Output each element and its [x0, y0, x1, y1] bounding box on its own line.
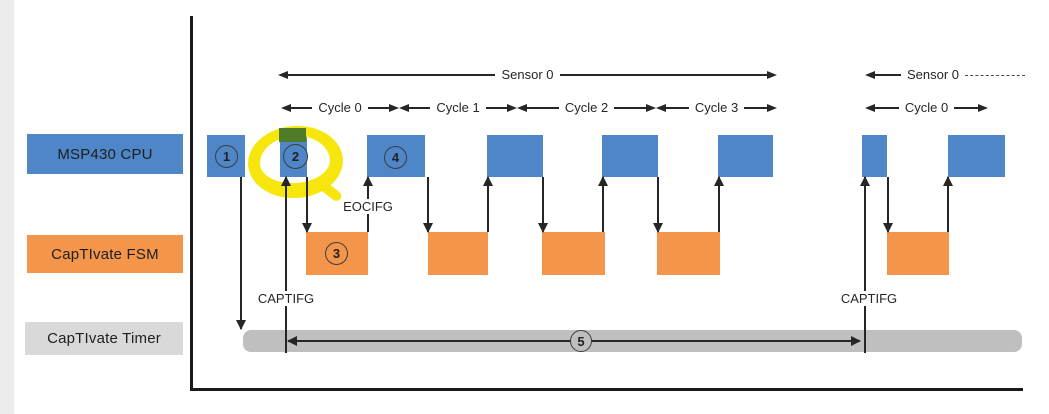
row-label-msp430-cpu-text: MSP430 CPU: [57, 145, 153, 163]
eocifg-label: EOCIFG: [340, 199, 396, 214]
arrow-cpu-triggers-fsm-cycle3: [653, 177, 662, 233]
fsm-activity-next-sensor: [887, 232, 949, 275]
cycle3-span-arrow: Cycle 3: [656, 99, 778, 115]
sensor0-span-arrow-right: Sensor 0: [865, 66, 1025, 82]
arrowhead-left-icon: [517, 104, 527, 112]
cycle3-span-label: Cycle 3: [694, 99, 739, 115]
arrow-eocifg-cycle2: [598, 176, 607, 232]
arrowhead-right-icon: [767, 104, 778, 112]
arrowhead-left-icon: [865, 104, 875, 112]
arrow-cpu-triggers-fsm-cycle0: [302, 177, 311, 233]
green-annotation-square: [279, 128, 306, 142]
arrow-cpu-triggers-fsm-cycle1: [423, 177, 432, 233]
arrow-eocifg-next-sensor: [943, 176, 952, 232]
arrow-captifg-cycle0: [281, 176, 290, 353]
row-label-captivate-fsm-text: CapTIvate FSM: [51, 245, 159, 263]
row-label-captivate-timer: CapTIvate Timer: [25, 322, 183, 355]
step-marker-5: 5: [570, 330, 592, 352]
arrowhead-right-icon: [978, 104, 989, 112]
arrowhead-left-icon: [278, 71, 288, 79]
arrowhead-right-icon: [646, 104, 657, 112]
cycle1-span-label: Cycle 1: [436, 99, 480, 115]
arrow-eocifg-cycle3: [714, 176, 723, 232]
sensor0-span-arrow: Sensor 0: [278, 66, 778, 82]
step-marker-1: 1: [215, 145, 238, 168]
arrowhead-right-icon: [389, 104, 400, 112]
sensor0-span-label-right: Sensor 0: [907, 66, 960, 82]
arrow-eocifg-cycle1: [483, 176, 492, 232]
arrowhead-left-icon: [865, 71, 875, 79]
cpu-activity-next-sensor-start: [862, 135, 887, 177]
arrow-cpu-triggers-fsm-next-sensor: [883, 177, 892, 233]
cycle0-span-label: Cycle 0: [318, 99, 362, 115]
cpu-activity-cycle3-process: [718, 135, 773, 177]
step-marker-3: 3: [325, 242, 348, 265]
cpu-activity-next-sensor-process: [948, 135, 1005, 177]
cpu-activity-cycle2-process: [602, 135, 658, 177]
cycle0-span-arrow-right: Cycle 0: [865, 99, 989, 115]
y-axis-line: [190, 16, 193, 391]
captifg-label-cycle0: CAPTIFG: [254, 291, 318, 306]
row-label-captivate-fsm: CapTIvate FSM: [27, 235, 183, 273]
page-edge-strip: [0, 0, 14, 414]
arrow-timer-start: [236, 177, 245, 330]
cycle0-span-arrow: Cycle 0: [281, 99, 400, 115]
cycle0-span-label-right: Cycle 0: [904, 99, 949, 115]
fsm-activity-cycle1: [428, 232, 488, 275]
arrow-cpu-triggers-fsm-cycle2: [538, 177, 547, 233]
cycle2-span-label: Cycle 2: [564, 99, 609, 115]
cpu-activity-cycle1-process: [487, 135, 543, 177]
fsm-activity-cycle2: [542, 232, 605, 275]
arrowhead-right-icon: [507, 104, 518, 112]
cycle1-span-arrow: Cycle 1: [399, 99, 518, 115]
step-marker-2: 2: [283, 144, 308, 169]
fsm-activity-cycle3: [657, 232, 720, 275]
x-axis-line: [190, 388, 1023, 391]
arrow-captifg-next-sensor: [860, 176, 869, 353]
captifg-label-next-sensor: CAPTIFG: [837, 291, 901, 306]
cycle2-span-arrow: Cycle 2: [517, 99, 657, 115]
sensor0-span-label: Sensor 0: [501, 66, 554, 82]
continuation-dashes: [965, 74, 1025, 76]
arrowhead-left-icon: [399, 104, 409, 112]
step-marker-4: 4: [384, 146, 407, 169]
row-label-captivate-timer-text: CapTIvate Timer: [47, 330, 161, 347]
arrowhead-left-icon: [281, 104, 291, 112]
row-label-msp430-cpu: MSP430 CPU: [27, 134, 183, 174]
arrowhead-left-icon: [656, 104, 666, 112]
arrowhead-right-icon: [767, 71, 778, 79]
